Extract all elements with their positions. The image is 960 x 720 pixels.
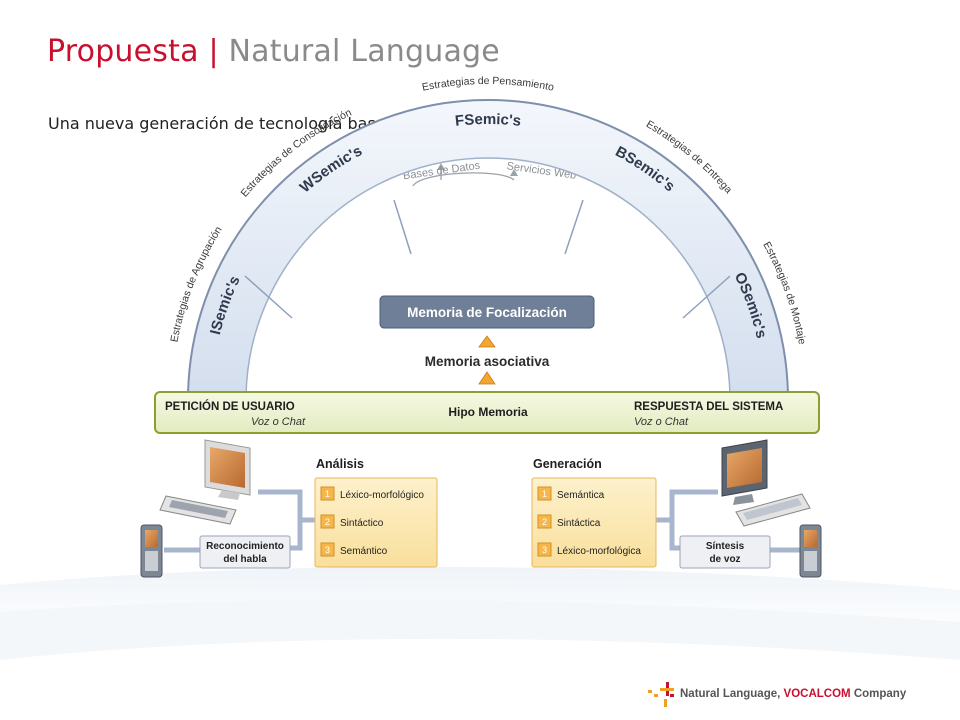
respuesta-title: RESPUESTA DEL SISTEMA (634, 401, 783, 413)
semics-arch: Estrategias de Agrupación Estrategias de… (168, 75, 808, 401)
svg-text:1: 1 (325, 489, 330, 499)
pc-monitor-icon (204, 439, 251, 500)
sintesis-line2: de voz (709, 554, 740, 565)
svg-text:3: 3 (542, 545, 547, 555)
triangle-icon (478, 335, 496, 348)
reconocimiento-line1: Reconocimiento (206, 541, 284, 552)
analisis-item: 1 Léxico-morfológico (320, 486, 424, 501)
generacion-item-label: Semántica (557, 490, 605, 501)
footer-brand-line: Natural Language, VOCALCOM Company (680, 688, 906, 700)
footer-company: VOCALCOM (783, 688, 851, 700)
analisis-item-label: Semántico (340, 546, 388, 557)
sintesis-box: Síntesis de voz (679, 535, 771, 569)
footer-suffix: Company (850, 688, 907, 700)
background-wave-2 (0, 599, 960, 660)
mobile-phone-icon (799, 524, 822, 578)
peticion-sub: Voz o Chat (251, 416, 306, 428)
respuesta-sub: Voz o Chat (634, 416, 689, 428)
analisis-item: 2 Sintáctico (320, 514, 384, 529)
footer-sep: , (777, 688, 781, 700)
mobile-phone-icon (140, 524, 163, 578)
generacion-item: 3 Léxico-morfológica (537, 542, 641, 557)
svg-text:3: 3 (325, 545, 330, 555)
title-main: Propuesta (47, 34, 199, 69)
generacion-item-label: Sintáctica (557, 518, 601, 529)
generacion-item-label: Léxico-morfológica (557, 546, 641, 557)
memoria-asociativa-label: Memoria asociativa (425, 354, 550, 369)
pc-monitor-icon (721, 439, 768, 505)
analisis-item-label: Léxico-morfológico (340, 490, 424, 501)
footer: Natural Language, VOCALCOM Company (646, 680, 916, 710)
arch-divider (564, 199, 584, 255)
memoria-focalizacion-label: Memoria de Focalización (407, 305, 567, 320)
page-title: Propuesta | Natural Language (47, 34, 500, 69)
title-topic: Natural Language (228, 34, 500, 69)
arch-divider (682, 275, 731, 319)
triangle-icon (478, 371, 496, 385)
arch-divider (244, 275, 293, 319)
memoria-focalizacion-box: Memoria de Focalización (379, 295, 595, 329)
curved-arrow-icon (412, 172, 515, 187)
keyboard-icon (735, 493, 811, 527)
arch-divider (393, 199, 412, 255)
hipo-memoria-label: Hipo Memoria (448, 405, 528, 419)
footer-brand: Natural Language (680, 688, 778, 700)
semic-fsemics: FSemic's (454, 111, 522, 130)
peticion-title: PETICIÓN DE USUARIO (165, 400, 295, 413)
generacion-title: Generación (533, 457, 602, 471)
analisis-item-label: Sintáctico (340, 518, 384, 529)
arrow-up-icon (510, 169, 518, 176)
sintesis-line1: Síntesis (706, 541, 745, 552)
keyboard-icon (159, 495, 237, 525)
svg-text:2: 2 (325, 517, 330, 527)
svg-text:1: 1 (542, 489, 547, 499)
hipo-memoria-bar: PETICIÓN DE USUARIO Voz o Chat Hipo Memo… (154, 391, 820, 434)
reconocimiento-box: Reconocimiento del habla (199, 535, 291, 569)
strategy-pensamiento: Estrategias de Pensamiento (421, 75, 555, 94)
reconocimiento-line2: del habla (223, 554, 267, 565)
generacion-item: 2 Sintáctica (537, 514, 601, 529)
title-separator: | (208, 34, 219, 69)
analisis-panel: Análisis 1 Léxico-morfológico 2 Sintácti… (314, 457, 438, 568)
analisis-title: Análisis (316, 457, 364, 471)
left-connectors (164, 489, 315, 553)
analisis-item: 3 Semántico (320, 542, 388, 557)
vocalcom-logo (648, 682, 674, 707)
arrow-up-icon (437, 163, 445, 170)
generacion-item: 1 Semántica (537, 486, 605, 501)
right-connectors (656, 489, 800, 553)
svg-text:2: 2 (542, 517, 547, 527)
generacion-panel: Generación 1 Semántica 2 Sintáctica 3 Lé… (531, 457, 657, 568)
